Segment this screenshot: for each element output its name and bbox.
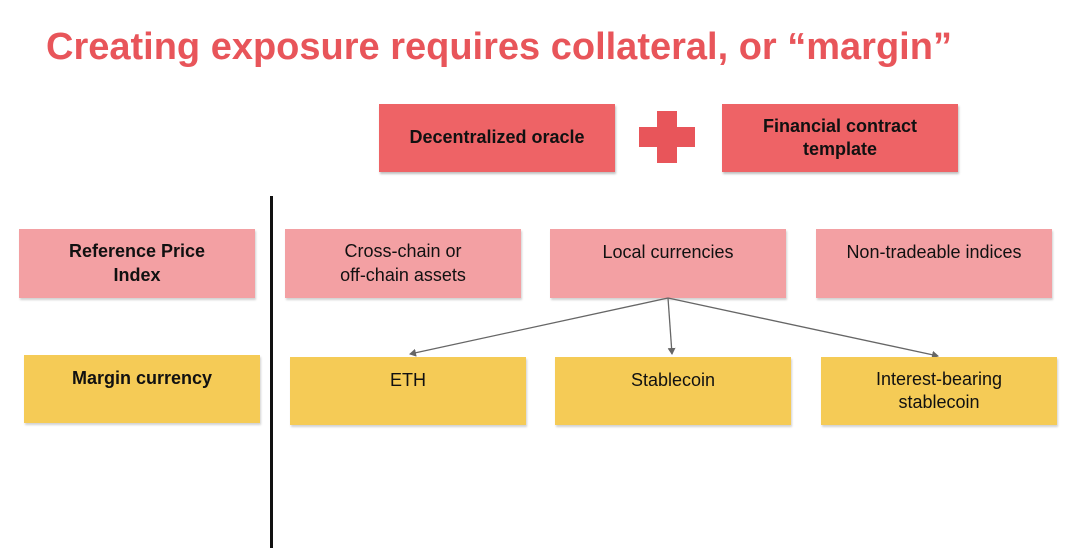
reference-item-cross-chain: Cross-chain or off-chain assets bbox=[285, 229, 521, 298]
arrow-icon bbox=[409, 297, 669, 357]
financial-contract-template-box: Financial contract template bbox=[722, 104, 958, 172]
arrow-icon bbox=[667, 297, 939, 359]
divider bbox=[270, 196, 273, 548]
margin-item-interest-bearing: Interest-bearing stablecoin bbox=[821, 357, 1057, 425]
reference-item-non-tradeable: Non-tradeable indices bbox=[816, 229, 1052, 298]
decentralized-oracle-box: Decentralized oracle bbox=[379, 104, 615, 172]
margin-currency-label: Margin currency bbox=[24, 355, 260, 423]
reference-price-index-label: Reference Price Index bbox=[19, 229, 255, 298]
margin-item-stablecoin: Stablecoin bbox=[555, 357, 791, 425]
reference-item-local-currencies: Local currencies bbox=[550, 229, 786, 298]
page-title: Creating exposure requires collateral, o… bbox=[46, 26, 952, 68]
margin-item-eth: ETH bbox=[290, 357, 526, 425]
arrow-icon bbox=[667, 297, 676, 355]
